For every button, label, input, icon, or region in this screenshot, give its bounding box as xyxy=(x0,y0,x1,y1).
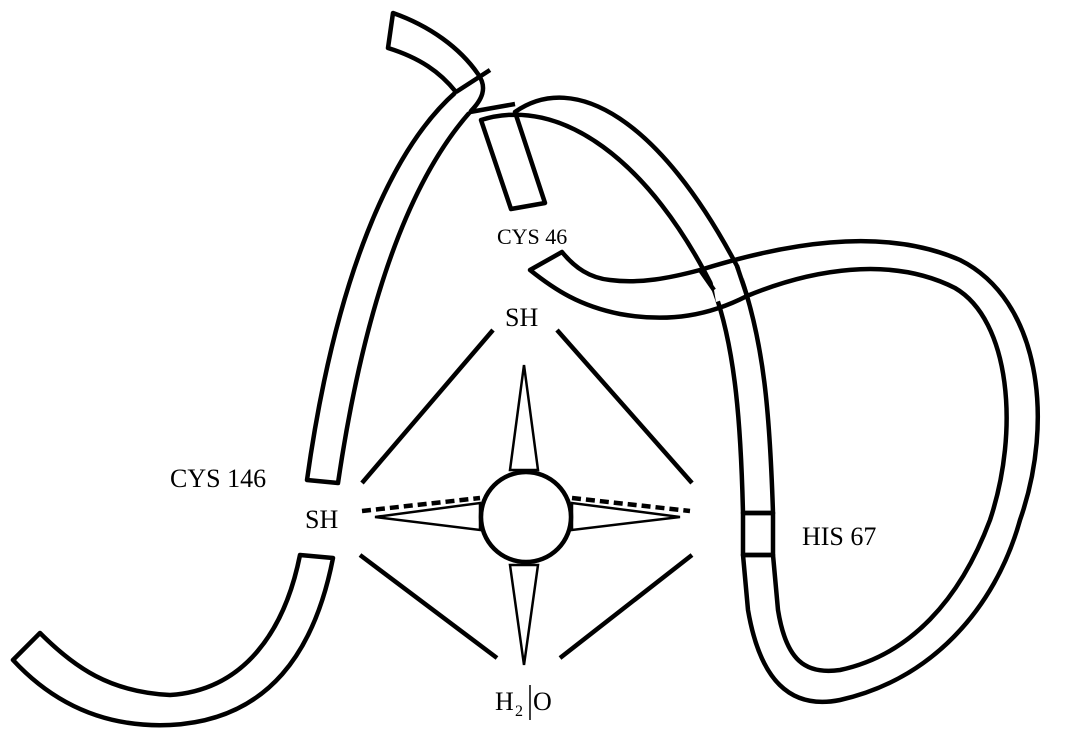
wedge-down xyxy=(508,563,540,666)
his67-residue-box xyxy=(740,510,776,558)
dashed-bond-right xyxy=(571,495,691,514)
label-water: H 2 O xyxy=(495,685,552,720)
ribbon-strand-cys46-loop xyxy=(527,238,1041,705)
bond-line-sh-top-right xyxy=(555,328,694,485)
bond-line-sh-top-left xyxy=(360,328,495,485)
dashed-bonds xyxy=(361,495,691,514)
tetrahedral-star xyxy=(374,364,681,666)
label-cys146: CYS 146 xyxy=(170,464,266,493)
water-h: H xyxy=(495,687,514,716)
metal-ion-circle xyxy=(478,469,574,565)
wedge-up xyxy=(508,364,540,472)
crossing-masks xyxy=(452,90,746,302)
ribbon-strand-cys146-top xyxy=(304,10,486,486)
coordination-lines xyxy=(358,328,694,660)
bond-line-lower-left xyxy=(358,553,499,660)
water-subscript: 2 xyxy=(515,703,523,720)
label-sh-top: SH xyxy=(505,303,538,332)
bond-line-lower-right xyxy=(558,553,694,660)
dashed-bond-left xyxy=(361,495,481,514)
ribbon-strand-cys146-bottom xyxy=(10,552,336,728)
label-sh-left: SH xyxy=(305,505,338,534)
protein-backbone xyxy=(10,10,1041,728)
crossing-edges xyxy=(454,68,750,297)
water-o: O xyxy=(533,687,552,716)
label-cys46: CYS 46 xyxy=(497,224,567,249)
label-his67: HIS 67 xyxy=(802,522,876,551)
